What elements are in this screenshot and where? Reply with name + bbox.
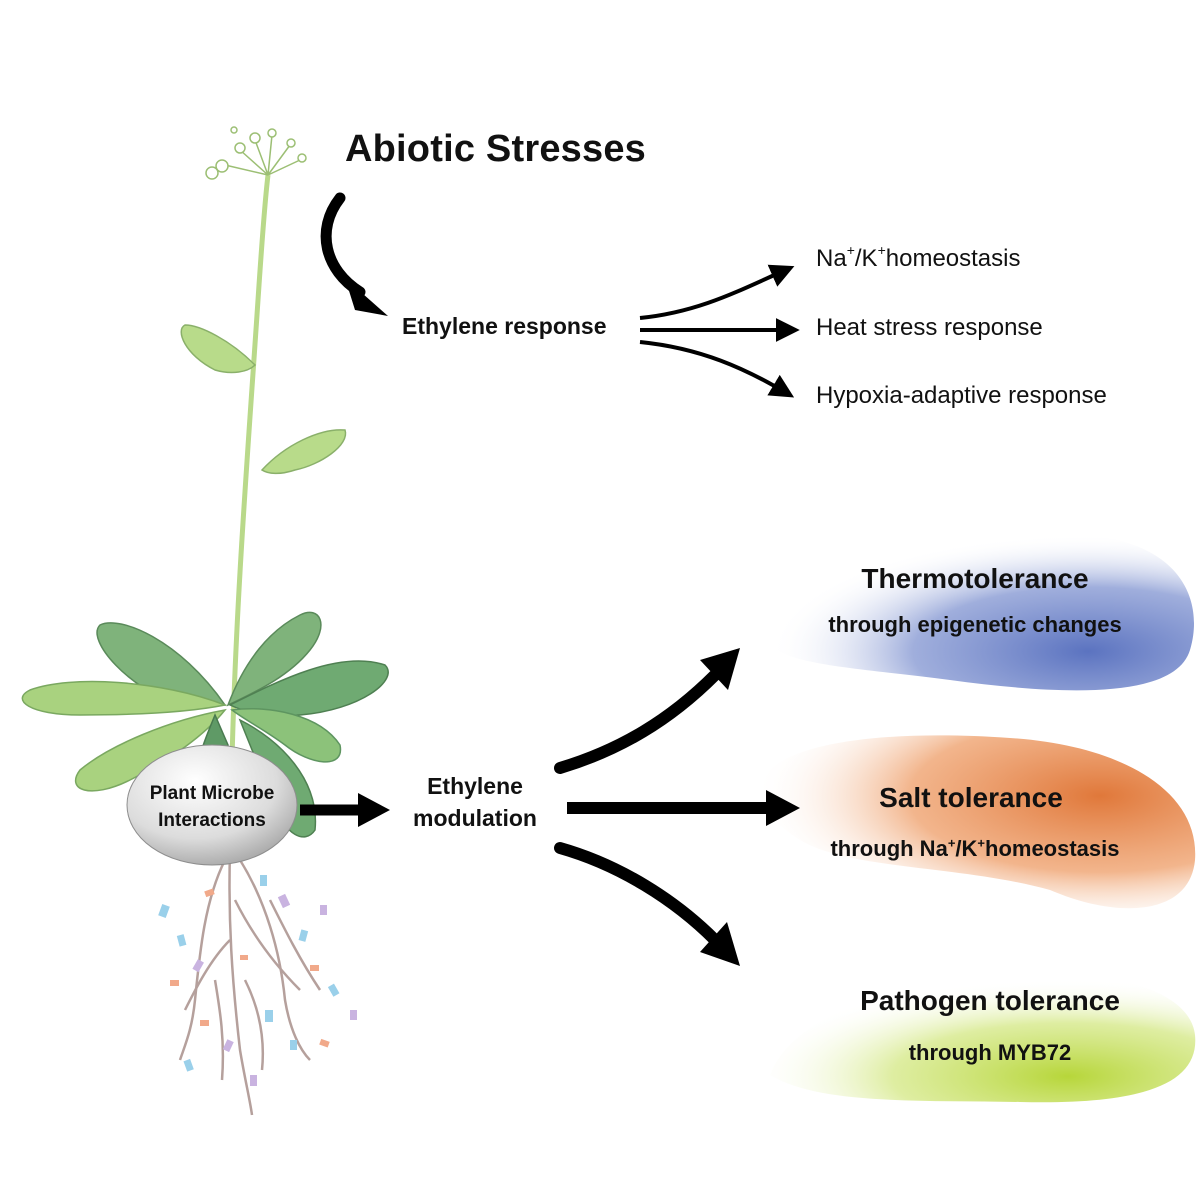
thermotolerance-blob xyxy=(770,534,1195,691)
abiotic-to-ethylene-arrow xyxy=(320,192,366,298)
microbe-label-line2: Interactions xyxy=(158,810,266,831)
stem-leaf xyxy=(180,324,257,374)
salt-sub-k-charge: + xyxy=(977,835,985,851)
response-arrow-hypoxia xyxy=(639,340,795,398)
outcome-heat-stress: Heat stress response xyxy=(816,314,1043,341)
plant-stem xyxy=(229,174,271,761)
microbe-particles xyxy=(158,875,357,1086)
flower-cluster xyxy=(205,126,307,180)
modulation-arrow-thermo xyxy=(554,669,721,774)
stem-leaf xyxy=(260,429,347,475)
salt-tolerance-subtitle: through Na+/K+homeostasis xyxy=(760,836,1190,862)
modulation-arrowhead-salt xyxy=(766,790,800,826)
ethylene-modulation-label: Ethylene modulation xyxy=(400,770,550,834)
plant-illustration xyxy=(21,126,389,838)
outcome-k: /K xyxy=(854,245,878,272)
ethylene-response-label: Ethylene response xyxy=(402,313,607,339)
salt-sub-pre: through Na xyxy=(830,836,948,861)
microbe-label: Plant Microbe Interactions xyxy=(122,780,302,834)
microbe-to-modulation-arrowhead xyxy=(358,793,390,827)
outcome-hypoxia: Hypoxia-adaptive response xyxy=(816,382,1107,409)
microbe-label-line1: Plant Microbe xyxy=(149,783,275,804)
outcome-homeostasis: Na+/K+homeostasis xyxy=(816,242,1021,273)
response-arrow-homeostasis xyxy=(639,264,795,320)
rosette-leaf xyxy=(21,680,228,716)
salt-sub-k: /K xyxy=(955,836,978,861)
modulation-arrowhead-thermo xyxy=(700,648,740,690)
ethylene-modulation-line2: modulation xyxy=(413,805,537,831)
salt-sub-post: homeostasis xyxy=(985,836,1120,861)
abiotic-to-ethylene-arrowhead xyxy=(345,278,388,316)
outcome-homeostasis-text: homeostasis xyxy=(885,245,1021,272)
salt-sub-na-charge: + xyxy=(947,835,956,851)
salt-tolerance-title: Salt tolerance xyxy=(879,782,1063,813)
salt-tolerance-blob xyxy=(762,735,1196,909)
thermotolerance-subtitle: through epigenetic changes xyxy=(828,612,1122,637)
pathogen-tolerance-subtitle: through MYB72 xyxy=(908,1040,1072,1065)
pathogen-tolerance-blob xyxy=(770,972,1196,1103)
thermotolerance-title: Thermotolerance xyxy=(861,563,1089,594)
diagram-title: Abiotic Stresses xyxy=(345,128,646,170)
rosette-leaf xyxy=(226,611,322,707)
rosette-leaf xyxy=(230,708,342,763)
ethylene-modulation-line1: Ethylene xyxy=(427,773,523,799)
outcome-k-charge: + xyxy=(877,242,886,258)
pathogen-tolerance-title: Pathogen tolerance xyxy=(860,985,1120,1016)
microbe-sphere xyxy=(126,744,298,866)
outcome-na: Na xyxy=(816,245,847,272)
modulation-arrowhead-pathogen xyxy=(700,922,740,966)
outcome-na-charge: + xyxy=(846,242,855,258)
modulation-arrow-pathogen xyxy=(554,842,721,946)
